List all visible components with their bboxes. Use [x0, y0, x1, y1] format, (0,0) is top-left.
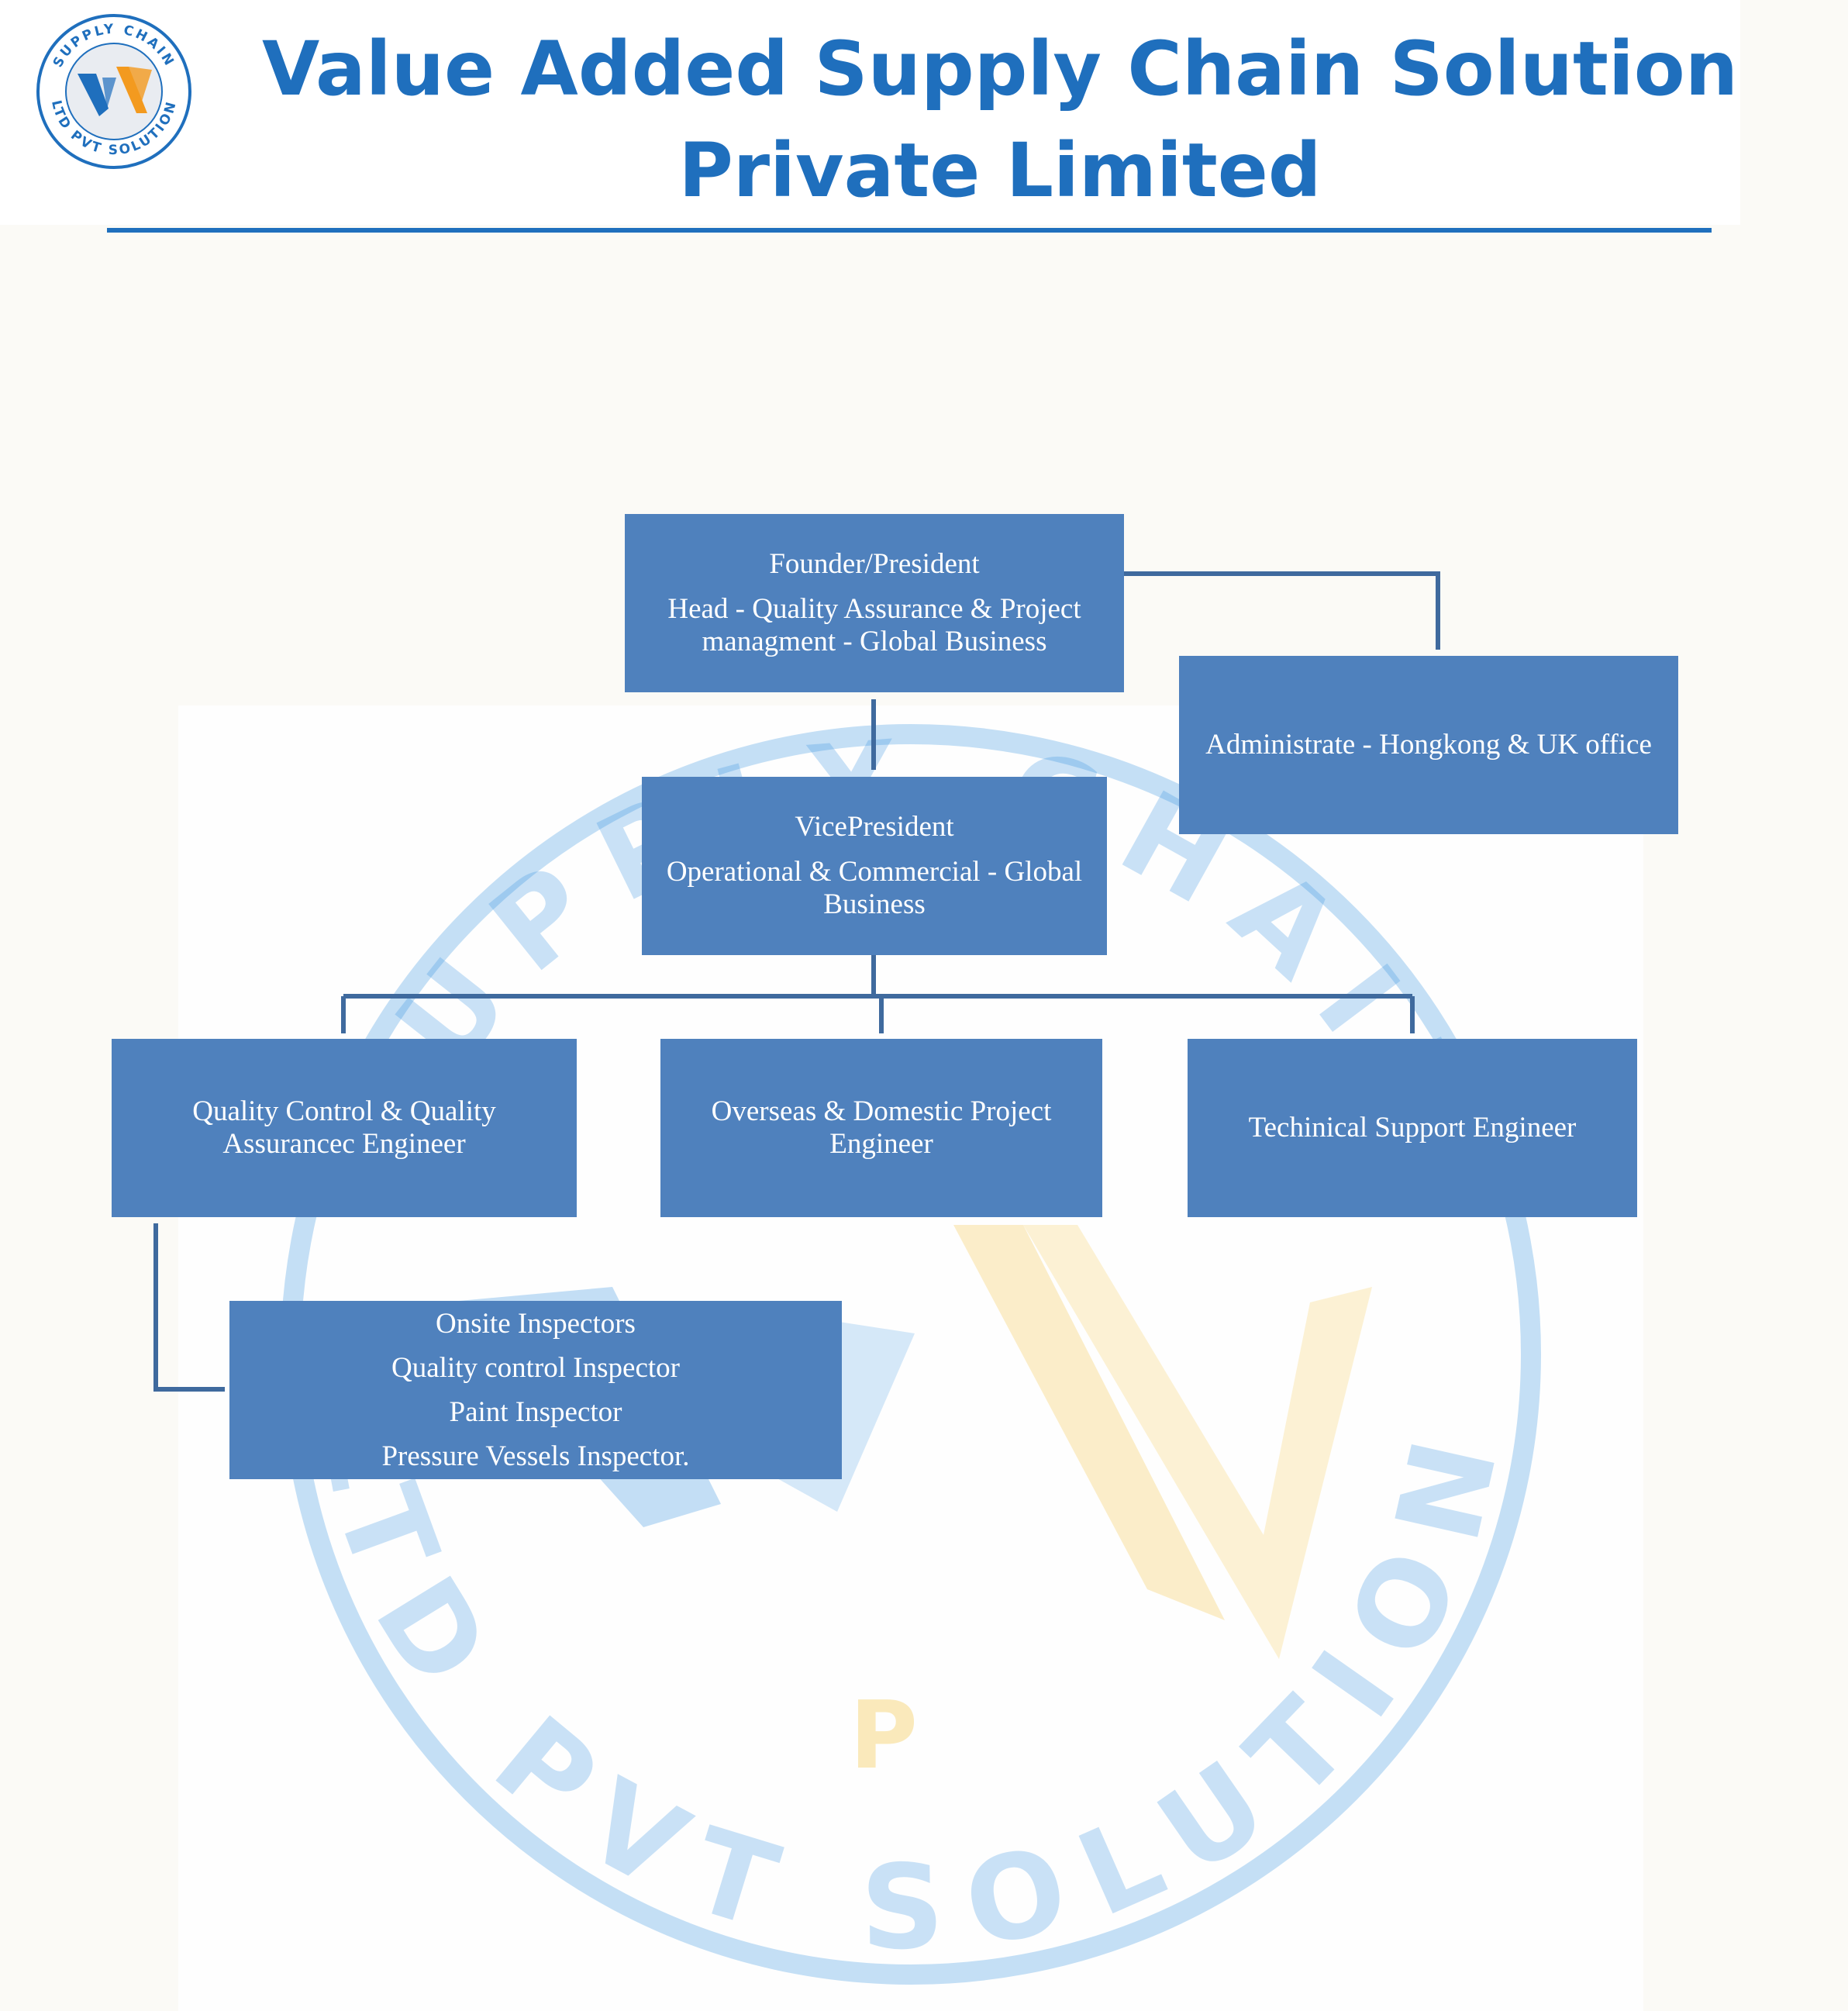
svg-text:P: P — [850, 1682, 918, 1790]
inspectors-title: Onsite Inspectors — [436, 1308, 636, 1340]
qc-engineer-line-1: Quality Control & Quality — [192, 1095, 496, 1127]
title-underline — [107, 228, 1712, 233]
founder-president-box: Founder/President Head - Quality Assuran… — [625, 514, 1124, 692]
qc-engineer-box: Quality Control & Quality Assurancec Eng… — [112, 1039, 577, 1217]
inspectors-pressure-vessels: Pressure Vessels Inspector. — [381, 1440, 690, 1472]
project-engineer-line-1: Overseas & Domestic Project — [711, 1095, 1052, 1127]
administrate-label: Administrate - Hongkong & UK office — [1205, 729, 1652, 761]
qc-engineer-line-2: Assurancec Engineer — [222, 1128, 466, 1160]
vice-president-box: VicePresident Operational & Commercial -… — [642, 777, 1107, 955]
page-title-line-1: Value Added Supply Chain Solution — [261, 26, 1739, 112]
company-seal-logo: SUPPLY CHAIN LTD PVT SOLUTION — [36, 14, 191, 169]
project-engineer-box: Overseas & Domestic Project Engineer — [660, 1039, 1102, 1217]
inspectors-paint: Paint Inspector — [449, 1396, 622, 1428]
vp-title: VicePresident — [795, 811, 954, 843]
vp-role-line-2: Business — [823, 888, 926, 920]
founder-role-line-1: Head - Quality Assurance & Project — [667, 593, 1081, 625]
support-engineer-label: Techinical Support Engineer — [1248, 1112, 1577, 1143]
onsite-inspectors-box: Onsite Inspectors Quality control Inspec… — [229, 1301, 842, 1479]
support-engineer-box: Techinical Support Engineer — [1188, 1039, 1637, 1217]
connector-founder-admin — [1124, 571, 1440, 650]
founder-role-line-2: managment - Global Business — [702, 626, 1047, 657]
connector-qc-inspectors — [153, 1223, 225, 1392]
vp-role-line-1: Operational & Commercial - Global — [666, 856, 1083, 888]
administrate-box: Administrate - Hongkong & UK office — [1179, 656, 1678, 834]
page-title-line-2: Private Limited — [678, 127, 1322, 214]
header-band — [0, 0, 1740, 225]
founder-title: Founder/President — [769, 548, 980, 580]
project-engineer-line-2: Engineer — [829, 1128, 933, 1160]
inspectors-qc: Quality control Inspector — [391, 1352, 680, 1384]
